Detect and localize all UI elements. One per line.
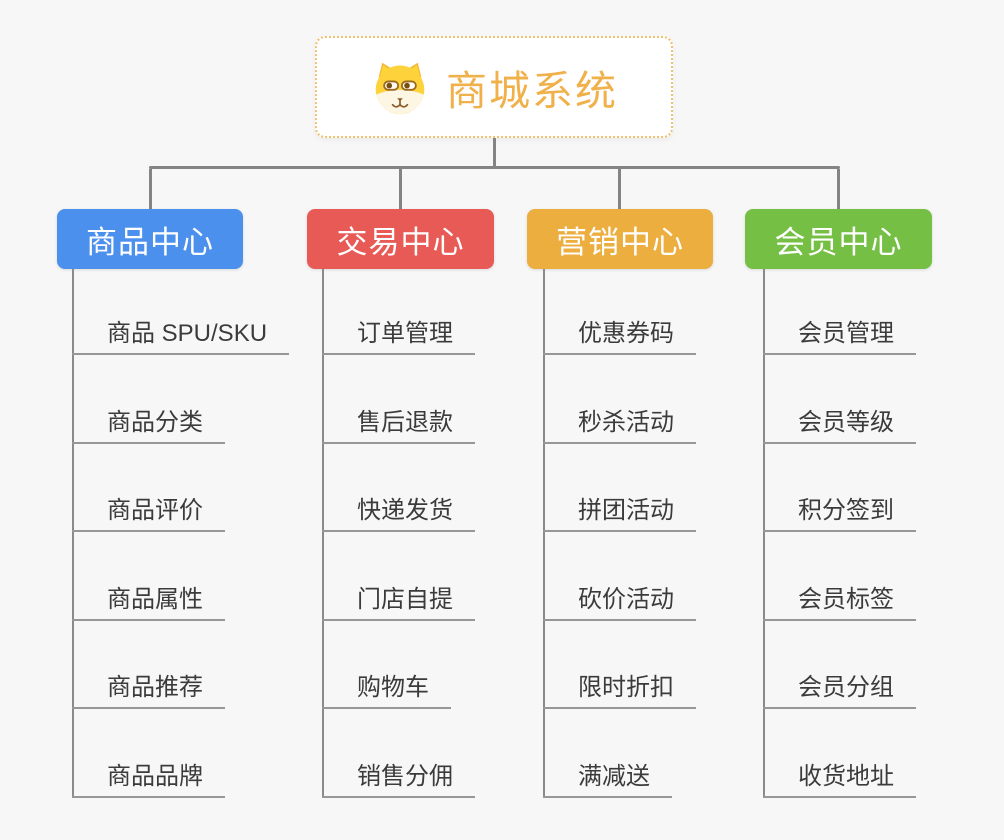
leaf-node[interactable]: 会员标签 xyxy=(763,579,916,621)
branch-header-products[interactable]: 商品中心 xyxy=(57,209,243,269)
root-node[interactable]: 商城系统 xyxy=(315,36,673,138)
leaf-node[interactable]: 满减送 xyxy=(543,756,672,798)
connector-drop-marketing xyxy=(618,169,621,209)
connector-drop-members xyxy=(837,169,840,209)
leaf-node[interactable]: 积分签到 xyxy=(763,490,916,532)
leaf-node[interactable]: 商品分类 xyxy=(72,402,225,444)
leaf-node[interactable]: 订单管理 xyxy=(322,313,475,355)
connector-horizontal-bar xyxy=(149,166,840,169)
leaf-node[interactable]: 秒杀活动 xyxy=(543,402,696,444)
branch-trunk-line xyxy=(763,269,765,798)
leaf-node[interactable]: 销售分佣 xyxy=(322,756,475,798)
branch-trunk-line xyxy=(543,269,545,798)
dog-icon xyxy=(375,62,425,115)
leaf-node[interactable]: 会员等级 xyxy=(763,402,916,444)
leaf-node[interactable]: 门店自提 xyxy=(322,579,475,621)
branch-trunk-line xyxy=(72,269,74,798)
connector-drop-products xyxy=(149,169,152,209)
leaf-node[interactable]: 商品品牌 xyxy=(72,756,225,798)
leaf-node[interactable]: 商品属性 xyxy=(72,579,225,621)
leaf-node[interactable]: 收货地址 xyxy=(763,756,916,798)
connector-root-stub xyxy=(493,138,496,166)
branch-header-trade[interactable]: 交易中心 xyxy=(307,209,494,269)
leaf-node[interactable]: 售后退款 xyxy=(322,402,475,444)
leaf-node[interactable]: 砍价活动 xyxy=(543,579,696,621)
leaf-node[interactable]: 会员管理 xyxy=(763,313,916,355)
branch-header-marketing[interactable]: 营销中心 xyxy=(527,209,713,269)
leaf-node[interactable]: 快递发货 xyxy=(322,490,475,532)
leaf-node[interactable]: 限时折扣 xyxy=(543,667,696,709)
root-title: 商城系统 xyxy=(446,68,618,114)
leaf-node[interactable]: 商品推荐 xyxy=(72,667,225,709)
leaf-node[interactable]: 优惠券码 xyxy=(543,313,696,355)
branch-header-members[interactable]: 会员中心 xyxy=(745,209,932,269)
leaf-node[interactable]: 商品 SPU/SKU xyxy=(72,313,290,355)
leaf-node[interactable]: 商品评价 xyxy=(72,490,225,532)
connector-drop-trade xyxy=(399,169,402,209)
leaf-node[interactable]: 拼团活动 xyxy=(543,490,696,532)
leaf-node[interactable]: 会员分组 xyxy=(763,667,916,709)
leaf-node[interactable]: 购物车 xyxy=(322,667,451,709)
branch-trunk-line xyxy=(322,269,324,798)
